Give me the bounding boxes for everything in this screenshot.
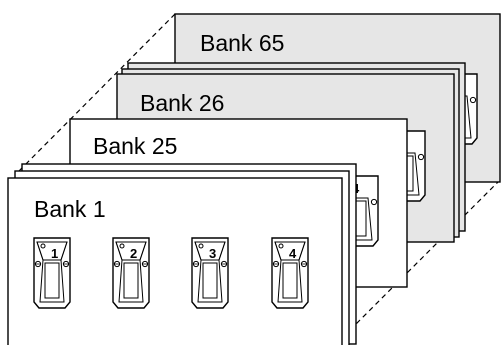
bank-65-label: Bank 65 bbox=[200, 30, 284, 56]
footswitch-1: 1 bbox=[33, 237, 71, 309]
bank-1-group: Bank 1 1 2 3 4 bbox=[7, 177, 343, 345]
footswitch-1-label: 1 bbox=[51, 246, 58, 261]
bank-25-label: Bank 25 bbox=[93, 133, 177, 159]
footswitch-3: 3 bbox=[191, 237, 229, 309]
bank-1-label: Bank 1 bbox=[34, 196, 106, 222]
footswitch-2-label: 2 bbox=[130, 246, 137, 261]
footswitch-4: 4 bbox=[271, 237, 309, 309]
perspective-lines bbox=[14, 13, 501, 341]
bank-26-label: Bank 26 bbox=[140, 90, 224, 116]
footswitch-4-label: 4 bbox=[289, 246, 297, 261]
footswitch-3-label: 3 bbox=[209, 246, 216, 261]
footswitch-2: 2 bbox=[112, 237, 150, 309]
